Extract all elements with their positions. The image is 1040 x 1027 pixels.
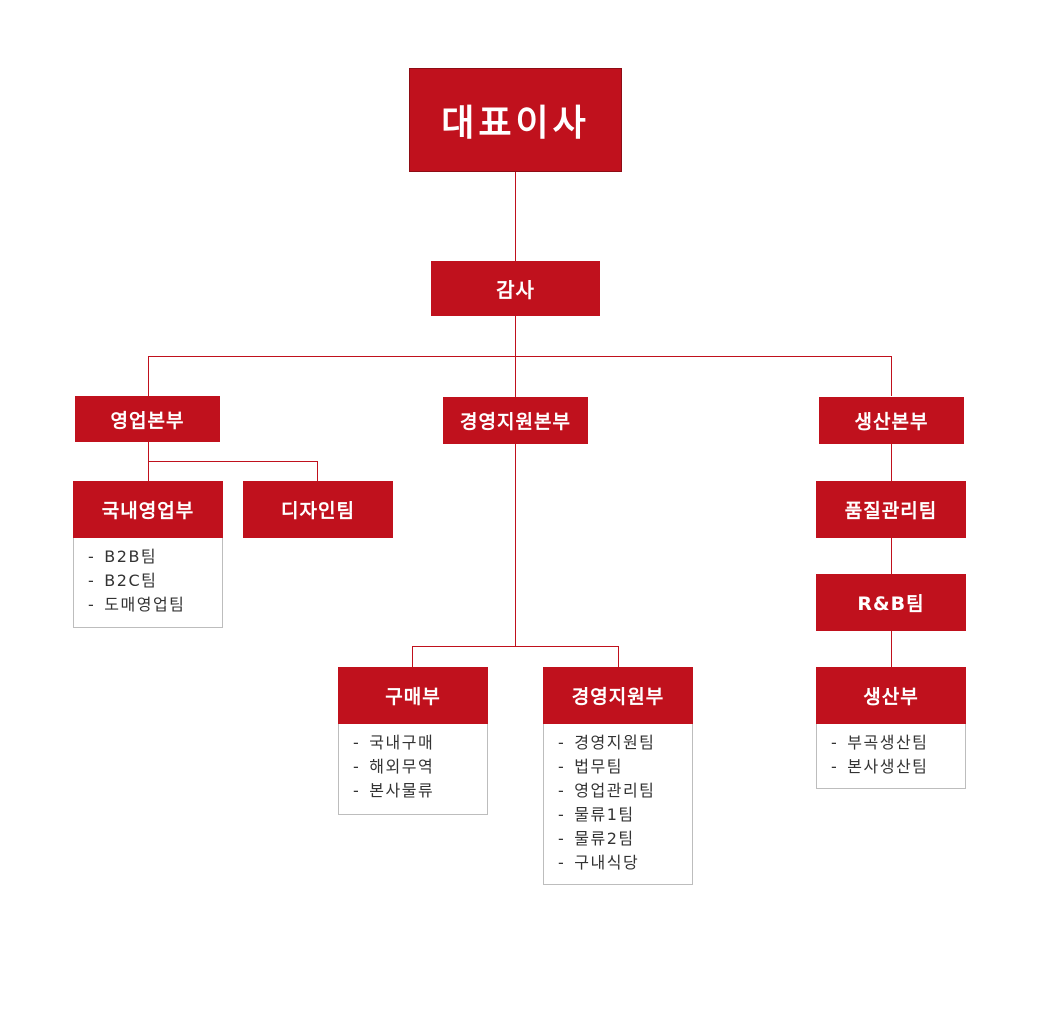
quality-team-box: 품질관리팀: [816, 481, 966, 538]
list-item: -구내식당: [558, 853, 640, 872]
management-support-hq-box: 경영지원본부: [443, 397, 588, 444]
sales-hq-box: 영업본부: [75, 396, 220, 442]
purchase-box: 구매부: [338, 667, 488, 724]
list-item: -부곡생산팀: [831, 733, 929, 752]
list-item: -해외무역: [353, 757, 435, 776]
list-item: -영업관리팀: [558, 781, 656, 800]
list-item: -물류1팀: [558, 805, 635, 824]
list-item: -본사생산팀: [831, 757, 929, 776]
list-item: -본사물류: [353, 781, 435, 800]
list-item: -경영지원팀: [558, 733, 656, 752]
production-box: 생산부: [816, 667, 966, 724]
ceo-box: 대표이사: [409, 68, 622, 172]
list-item: -법무팀: [558, 757, 623, 776]
list-item: -물류2팀: [558, 829, 635, 848]
domestic-sales-team-list: -B2B팀 -B2C팀 -도매영업팀: [73, 538, 223, 628]
list-item: -국내구매: [353, 733, 435, 752]
audit-box: 감사: [431, 261, 600, 316]
list-item: -도매영업팀: [88, 595, 186, 614]
purchase-team-list: -국내구매 -해외무역 -본사물류: [338, 724, 488, 815]
management-support-team-list: -경영지원팀 -법무팀 -영업관리팀 -물류1팀 -물류2팀 -구내식당: [543, 724, 693, 885]
rnb-team-box: R&B팀: [816, 574, 966, 631]
list-item: -B2B팀: [88, 547, 158, 566]
domestic-sales-box: 국내영업부: [73, 481, 223, 538]
list-item: -B2C팀: [88, 571, 158, 590]
design-team-box: 디자인팀: [243, 481, 393, 538]
production-hq-box: 생산본부: [819, 397, 964, 444]
management-support-box: 경영지원부: [543, 667, 693, 724]
production-team-list: -부곡생산팀 -본사생산팀: [816, 724, 966, 789]
